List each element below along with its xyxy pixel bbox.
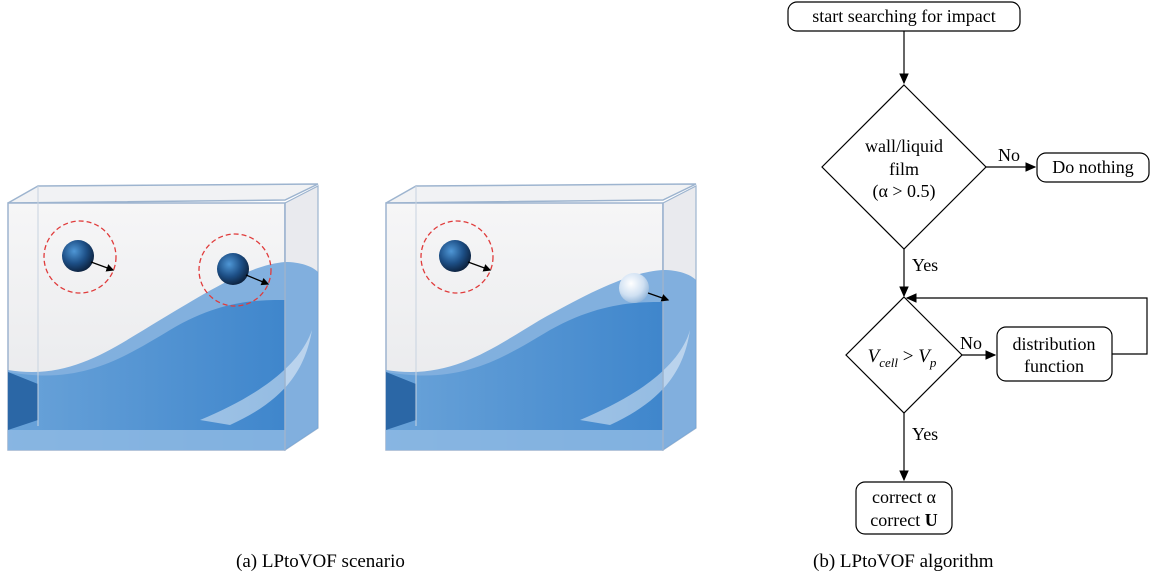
water-bottom-face [8, 430, 285, 450]
decision-2-formula: Vcell > Vp [868, 346, 937, 370]
decision-1-line-1: wall/liquid [865, 136, 943, 156]
velocity-arrow [647, 292, 670, 302]
no-label-1: No [998, 145, 1020, 165]
decision-1-line-2: film [889, 159, 919, 179]
do-nothing-box [1036, 152, 1150, 183]
no-label-2: No [960, 333, 982, 353]
water-highlight [200, 330, 312, 425]
water-left-face [386, 372, 416, 430]
correct-alpha-label: correct α [872, 487, 936, 507]
tank-2 [385, 183, 697, 452]
tank-back-face [7, 183, 319, 204]
velocity-arrow [467, 261, 492, 272]
droplet [439, 240, 471, 272]
distribution-line-2: function [1024, 356, 1084, 376]
flowchart: start searching for impact wall/liquid f… [787, 1, 1150, 535]
impact-zone-circle [420, 220, 494, 294]
water-body [8, 300, 285, 450]
water-highlight [580, 330, 690, 425]
correct-u-label: correct U [870, 510, 937, 530]
velocity-arrow [245, 274, 270, 286]
tank-1 [7, 183, 319, 452]
water-left-face [8, 372, 38, 430]
absorbed-bubble [619, 273, 649, 303]
water-body [386, 302, 663, 450]
loop-back-arrow [905, 293, 1148, 355]
droplet [62, 240, 94, 272]
caption-scenario: (a) LPtoVOF scenario [236, 551, 405, 572]
caption-algorithm: (b) LPtoVOF algorithm [813, 551, 994, 572]
droplet [217, 253, 249, 285]
velocity-arrow [90, 261, 115, 272]
distribution-line-1: distribution [1012, 334, 1095, 354]
impact-zone-circle [198, 233, 272, 307]
yes-label-1: Yes [912, 255, 938, 275]
yes-label-2: Yes [912, 424, 938, 444]
do-nothing-label: Do nothing [1052, 157, 1134, 177]
water-bottom-face [386, 430, 663, 450]
start-box-label: start searching for impact [812, 6, 995, 26]
impact-zone-circle [43, 220, 117, 294]
tank-back-face [385, 183, 697, 204]
correct-box [855, 481, 953, 535]
decision-1-line-3: (α > 0.5) [872, 181, 935, 202]
